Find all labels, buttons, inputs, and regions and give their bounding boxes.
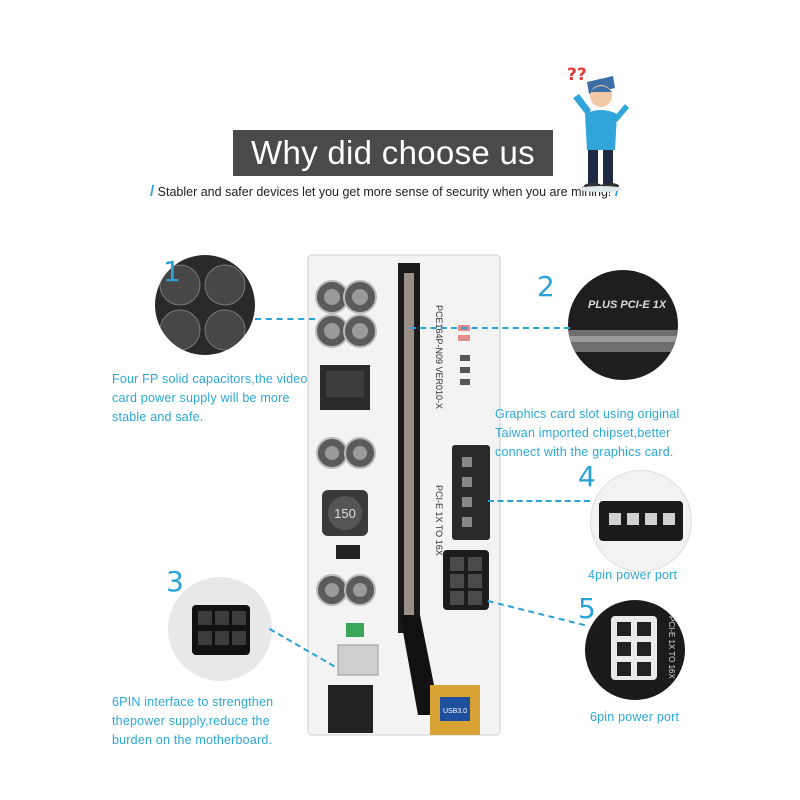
slash-right-icon: /	[614, 183, 620, 200]
header-title: Why did choose us	[233, 130, 553, 176]
feature-1-zoom	[155, 255, 255, 355]
feature-2-zoom-label: PLUS PCI-E 1X	[588, 299, 667, 311]
question-marks: ??	[567, 65, 587, 85]
connector-1	[255, 318, 315, 320]
slash-left-icon: /	[150, 183, 155, 200]
usb-label: USB3.0	[443, 708, 467, 715]
feature-3-text: 6PIN interface to strengthen thepower su…	[112, 695, 274, 747]
feature-4-zoom	[590, 470, 692, 572]
feature-3-zoom	[168, 577, 272, 681]
subtitle-text: Stabler and safer devices let you get mo…	[157, 185, 612, 199]
feature-4-number: 4	[578, 460, 596, 493]
feature-5-text: 6pin power port	[590, 710, 680, 724]
slot-label: PCI-E 1X TO 16X	[434, 485, 444, 556]
confused-person-icon: ??	[567, 65, 629, 192]
feature-2-text: Graphics card slot using original Taiwan…	[495, 407, 680, 459]
feature-5-zoom: PCI-E 1X TO 16X	[585, 600, 685, 700]
inductor-label: 150	[334, 506, 356, 521]
model-label: PCE164P-N09 VER010-X	[434, 305, 444, 409]
feature-5-number: 5	[578, 592, 596, 625]
feature-3-number: 3	[166, 565, 184, 598]
feature-1-number: 1	[163, 255, 181, 288]
connector-4	[488, 500, 590, 502]
feature-2-zoom: PLUS PCI-E 1X	[568, 270, 678, 380]
header-subtitle: / Stabler and safer devices let you get …	[150, 183, 640, 200]
feature-5-zoom-label: PCI-E 1X TO 16X	[667, 616, 676, 680]
feature-1-text: Four FP solid capacitors,the video card …	[112, 372, 308, 424]
connector-2	[410, 327, 570, 329]
feature-4-text: 4pin power port	[588, 568, 678, 582]
feature-2-number: 2	[537, 270, 555, 303]
riser-board: 150 PCE164P-N09 VER010-X PCI-E 1X TO 16X…	[307, 254, 501, 736]
